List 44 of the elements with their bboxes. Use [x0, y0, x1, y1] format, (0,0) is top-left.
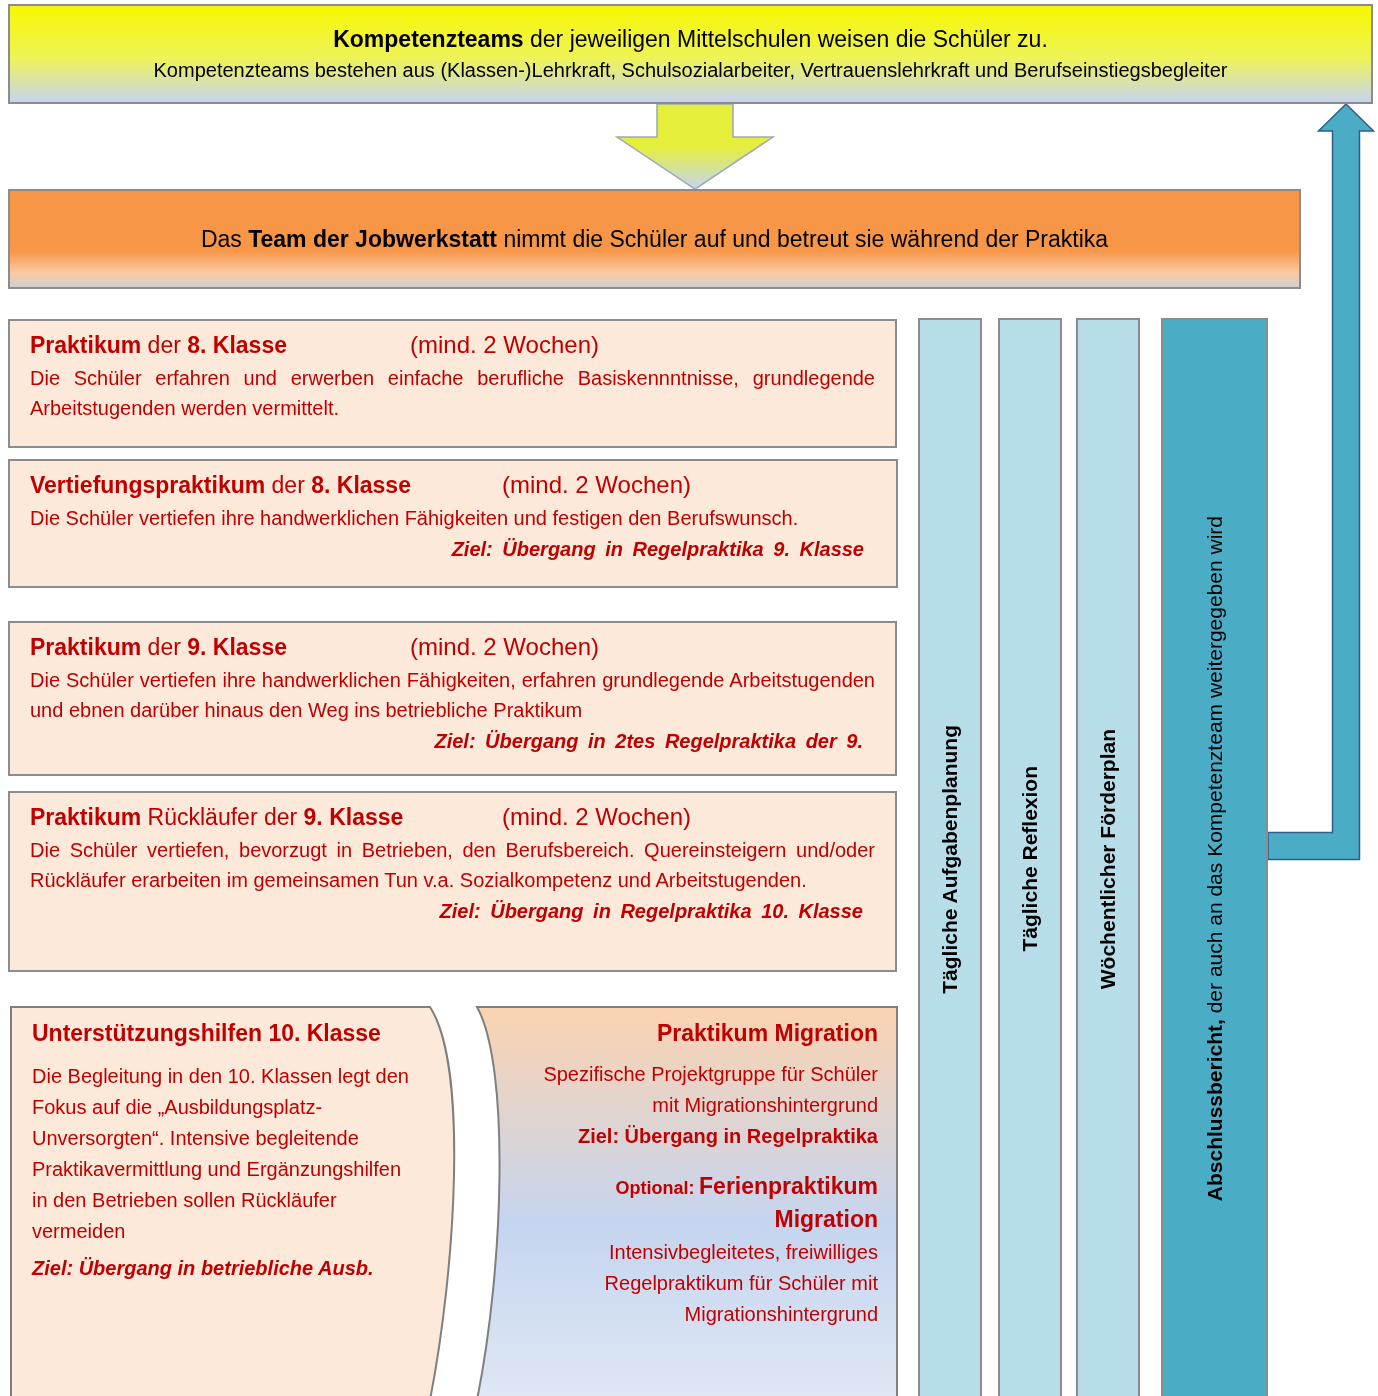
- goal-text: Ziel: Übergang in betriebliche Ausb.: [32, 1257, 375, 1280]
- duration-text: (mind. 2 Wochen): [410, 633, 599, 661]
- column-label: Abschlussbericht, der auch an das Kompetenzteam weitergegeben wird: [1202, 516, 1227, 1202]
- column-bar: [1161, 318, 1268, 1396]
- column-bar: [918, 318, 982, 1396]
- card-heading: Praktikum Rückläufer der 9. Klasse: [30, 804, 405, 831]
- description-text: Die Schüler vertiefen, bevorzugt in Betrieben, den Berufsbereich. Quereinsteigern und/oder Rückläufer erarbeiten im gemeinsamen Tun v.a. Sozialkompetenz und Arbeitstugenden.: [30, 838, 875, 893]
- column-label: Wöchentlicher Förderplan: [1096, 728, 1120, 990]
- card-heading: Praktikum der 9. Klasse: [30, 634, 288, 661]
- card-heading: Unterstützungshilfen 10. Klasse: [32, 1020, 382, 1047]
- goal-text: Ziel: Übergang in Regelpraktika 10. Klasse: [438, 899, 864, 924]
- goal-text: Ziel: Übergang in Regelpraktika 9. Klasse: [450, 537, 865, 562]
- wavy-card: [474, 1006, 898, 1396]
- option-heading: Ferienpraktikum Migration: [699, 1173, 878, 1233]
- duration-text: (mind. 2 Wochen): [502, 471, 691, 499]
- goal-text: Ziel: Übergang in Regelpraktika: [576, 1124, 878, 1149]
- description-text: Die Schüler vertiefen ihre handwerklichen Fähigkeiten und festigen den Berufswunsch.: [30, 506, 800, 531]
- info-card: [8, 621, 897, 776]
- duration-text: (mind. 2 Wochen): [502, 803, 691, 831]
- description-text: Die Schüler vertiefen ihre handwerklichen Fähigkeiten, erfahren grundlegende Arbeitstugenden und ebnen darüber hinaus den Weg ins betriebliche Praktikum: [30, 668, 875, 723]
- block-arrow: [614, 103, 776, 190]
- column-label: Tägliche Aufgabenplanung: [938, 724, 962, 994]
- description-text: Spezifische Projektgruppe für Schüler mit Migrationshintergrund: [542, 1062, 878, 1118]
- header-title: Kompetenzteams der jeweiligen Mittelschulen weisen die Schüler zu.: [333, 26, 1048, 53]
- description-text: Die Schüler erfahren und erwerben einfache berufliche Basiskennntnisse, grundlegende Arbeitstugenden werden vermittelt.: [30, 366, 875, 421]
- header-subtitle: Kompetenzteams bestehen aus (Klassen-)Lehrkraft, Schulsozialarbeiter, Vertrauenslehrkraft und Berufseinstiegsbegleiter: [153, 59, 1228, 82]
- band-text: Das Team der Jobwerkstatt nimmt die Schüler auf und betreut sie während der Praktika: [200, 225, 1109, 253]
- column-bar: [998, 318, 1062, 1396]
- info-card: [8, 791, 897, 972]
- duration-text: (mind. 2 Wochen): [410, 331, 599, 359]
- card-heading: Praktikum Migration: [655, 1020, 878, 1047]
- description-text: Intensivbegleitetes, freiwilliges Regelpraktikum für Schüler mit Migrationshintergrund: [603, 1239, 878, 1327]
- block-arrow: [1267, 102, 1376, 861]
- column-label: Tägliche Reflexion: [1018, 766, 1042, 952]
- description-text: Die Begleitung in den 10. Klassen legt den Fokus auf die „Ausbildungsplatz-Unversorgten“. Intensive begleitende Praktikavermittlung und Ergänzungshilfen in den Betrieben sollen Rückläufer vermeiden: [32, 1064, 410, 1244]
- option-label: Optional:: [615, 1178, 695, 1198]
- info-card: [8, 319, 897, 448]
- goal-text: Ziel: Übergang in 2tes Regelpraktika der 9.: [433, 729, 864, 754]
- card-heading: Praktikum der 8. Klasse: [30, 332, 288, 359]
- info-card: [8, 459, 898, 588]
- card-heading: Vertiefungspraktikum der 8. Klasse: [30, 472, 412, 499]
- header-box: [8, 4, 1373, 104]
- column-bar: [1076, 318, 1140, 1396]
- team-band: [8, 189, 1301, 289]
